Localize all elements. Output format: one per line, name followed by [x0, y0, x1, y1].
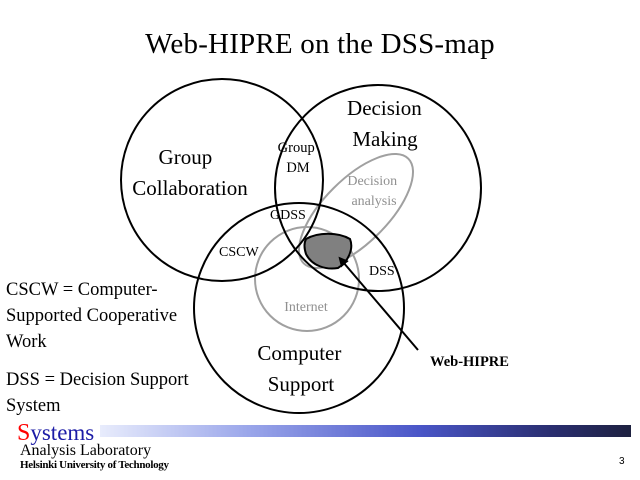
lab-name: Analysis Laboratory	[20, 442, 152, 459]
web-hipre-label: Web-HIPRE	[430, 354, 509, 370]
gdss-label: GDSS	[270, 208, 306, 223]
web-hipre-arrow	[338, 256, 419, 351]
internet-label: Internet	[284, 300, 328, 315]
dss-definition: DSS = Decision Support System	[6, 370, 189, 416]
decision-analysis-ellipse	[297, 152, 415, 270]
cscw-definition: CSCW = Computer- Supported Cooperative W…	[6, 280, 178, 352]
footer-gradient-bar	[100, 425, 631, 437]
computer-support-label: Computer Support	[257, 341, 346, 396]
group-collaboration-label: Group Collaboration	[132, 145, 248, 200]
decision-making-label: Decision Making	[347, 96, 427, 151]
systems-logo: Systems	[17, 420, 95, 446]
group-collaboration-circle	[120, 78, 324, 282]
decision-analysis-label: Decision analysis	[347, 174, 400, 209]
slide-title: Web-HIPRE on the DSS-map	[145, 28, 495, 60]
page-number: 3	[619, 456, 625, 467]
internet-ellipse	[254, 226, 360, 332]
decision-making-circle	[274, 84, 482, 292]
university-name: Helsinki University of Technology	[20, 459, 169, 471]
group-dm-label: Group DM	[278, 140, 319, 176]
computer-support-circle	[193, 202, 405, 414]
dss-label: DSS	[369, 264, 395, 279]
cscw-label: CSCW	[219, 245, 259, 260]
